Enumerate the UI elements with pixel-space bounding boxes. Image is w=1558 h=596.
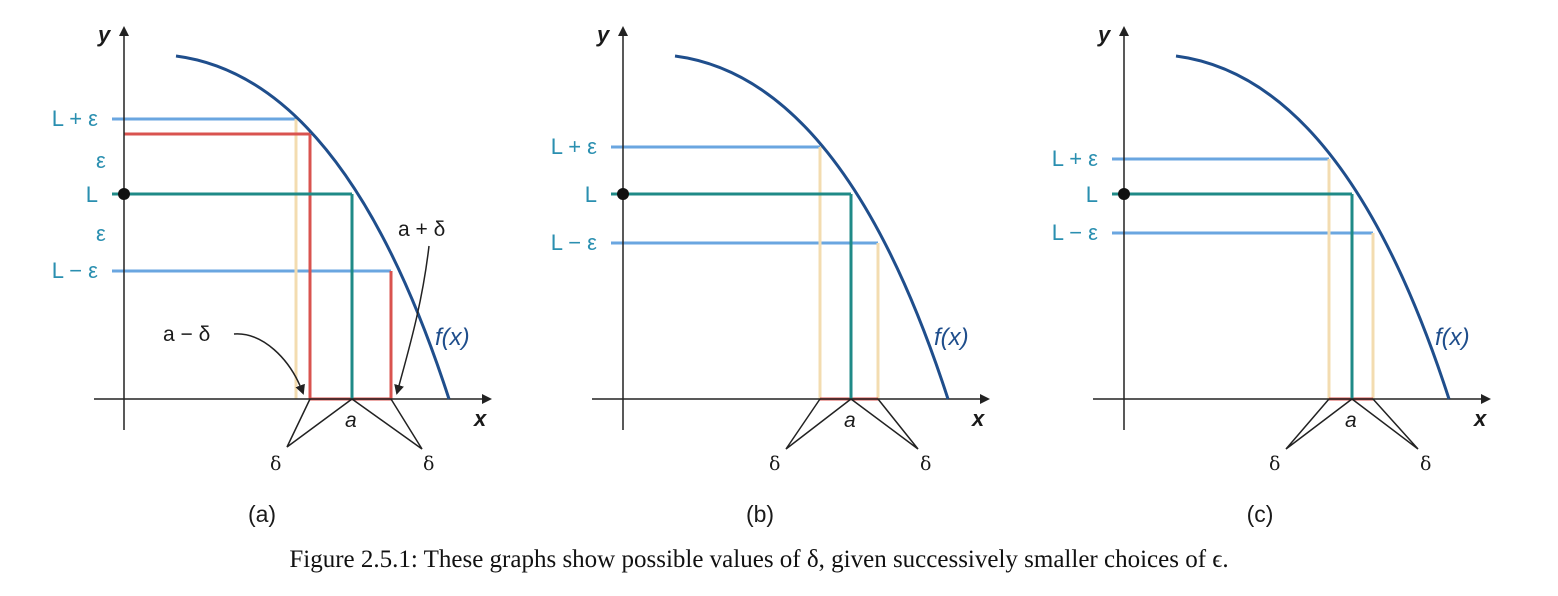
function-curve: [674, 54, 950, 400]
L-point: [1118, 188, 1130, 200]
function-curve: [1175, 54, 1451, 400]
y-axis-label: y: [596, 22, 611, 47]
panel-a-label: (a): [248, 501, 276, 527]
L-minus-eps-label: L − ε: [52, 258, 98, 283]
panel-c-label: (c): [1247, 501, 1274, 527]
x-axis-label: x: [971, 406, 985, 431]
panel-b-label: (b): [746, 501, 774, 527]
delta-right-label: δ: [920, 453, 931, 475]
L-minus-eps-label: L − ε: [551, 230, 597, 255]
x-axis-label: x: [473, 406, 487, 431]
panel-c: y x L + ε L L − ε f(x) a δ δ (c): [1052, 22, 1491, 527]
L-label: L: [585, 182, 597, 207]
delta-right-bracket: [850, 398, 919, 450]
L-plus-eps-label: L + ε: [551, 134, 597, 159]
a-plus-delta-arrow: [394, 245, 430, 395]
y-axis-label: y: [1097, 22, 1112, 47]
a-label: a: [844, 409, 856, 432]
delta-right-label: δ: [423, 453, 434, 475]
a-plus-delta-label: a + δ: [398, 218, 445, 241]
L-plus-eps-label: L + ε: [52, 106, 98, 131]
L-point: [617, 188, 629, 200]
function-curve: [175, 54, 451, 400]
x-axis-label: x: [1473, 406, 1487, 431]
delta-left-label: δ: [769, 453, 780, 475]
a-label: a: [1345, 409, 1357, 432]
panel-a: y x L + ε ε L ε L − ε f(x) a δ δ a − δ a…: [52, 22, 492, 527]
L-point: [118, 188, 130, 200]
function-label: f(x): [435, 324, 470, 351]
delta-left-bracket: [286, 398, 353, 448]
L-label: L: [86, 182, 98, 207]
function-label: f(x): [934, 324, 969, 351]
delta-right-label: δ: [1420, 453, 1431, 475]
delta-left-label: δ: [1269, 453, 1280, 475]
figure-caption: Figure 2.5.1: These graphs show possible…: [289, 546, 1229, 573]
eps-upper-label: ε: [96, 148, 106, 173]
a-minus-delta-label: a − δ: [163, 323, 210, 346]
L-plus-eps-label: L + ε: [1052, 146, 1098, 171]
delta-left-label: δ: [270, 453, 281, 475]
delta-right-bracket: [351, 398, 423, 450]
L-label: L: [1086, 182, 1098, 207]
delta-left-bracket: [785, 398, 852, 450]
delta-left-bracket: [1285, 398, 1353, 450]
a-label: a: [345, 409, 357, 432]
L-minus-eps-label: L − ε: [1052, 220, 1098, 245]
delta-right-bracket: [1351, 398, 1419, 450]
function-label: f(x): [1435, 324, 1470, 351]
y-axis-label: y: [97, 22, 112, 47]
a-minus-delta-arrow: [233, 333, 305, 395]
panel-b: y x L + ε L L − ε f(x) a δ δ (b): [551, 22, 990, 527]
eps-lower-label: ε: [96, 221, 106, 246]
